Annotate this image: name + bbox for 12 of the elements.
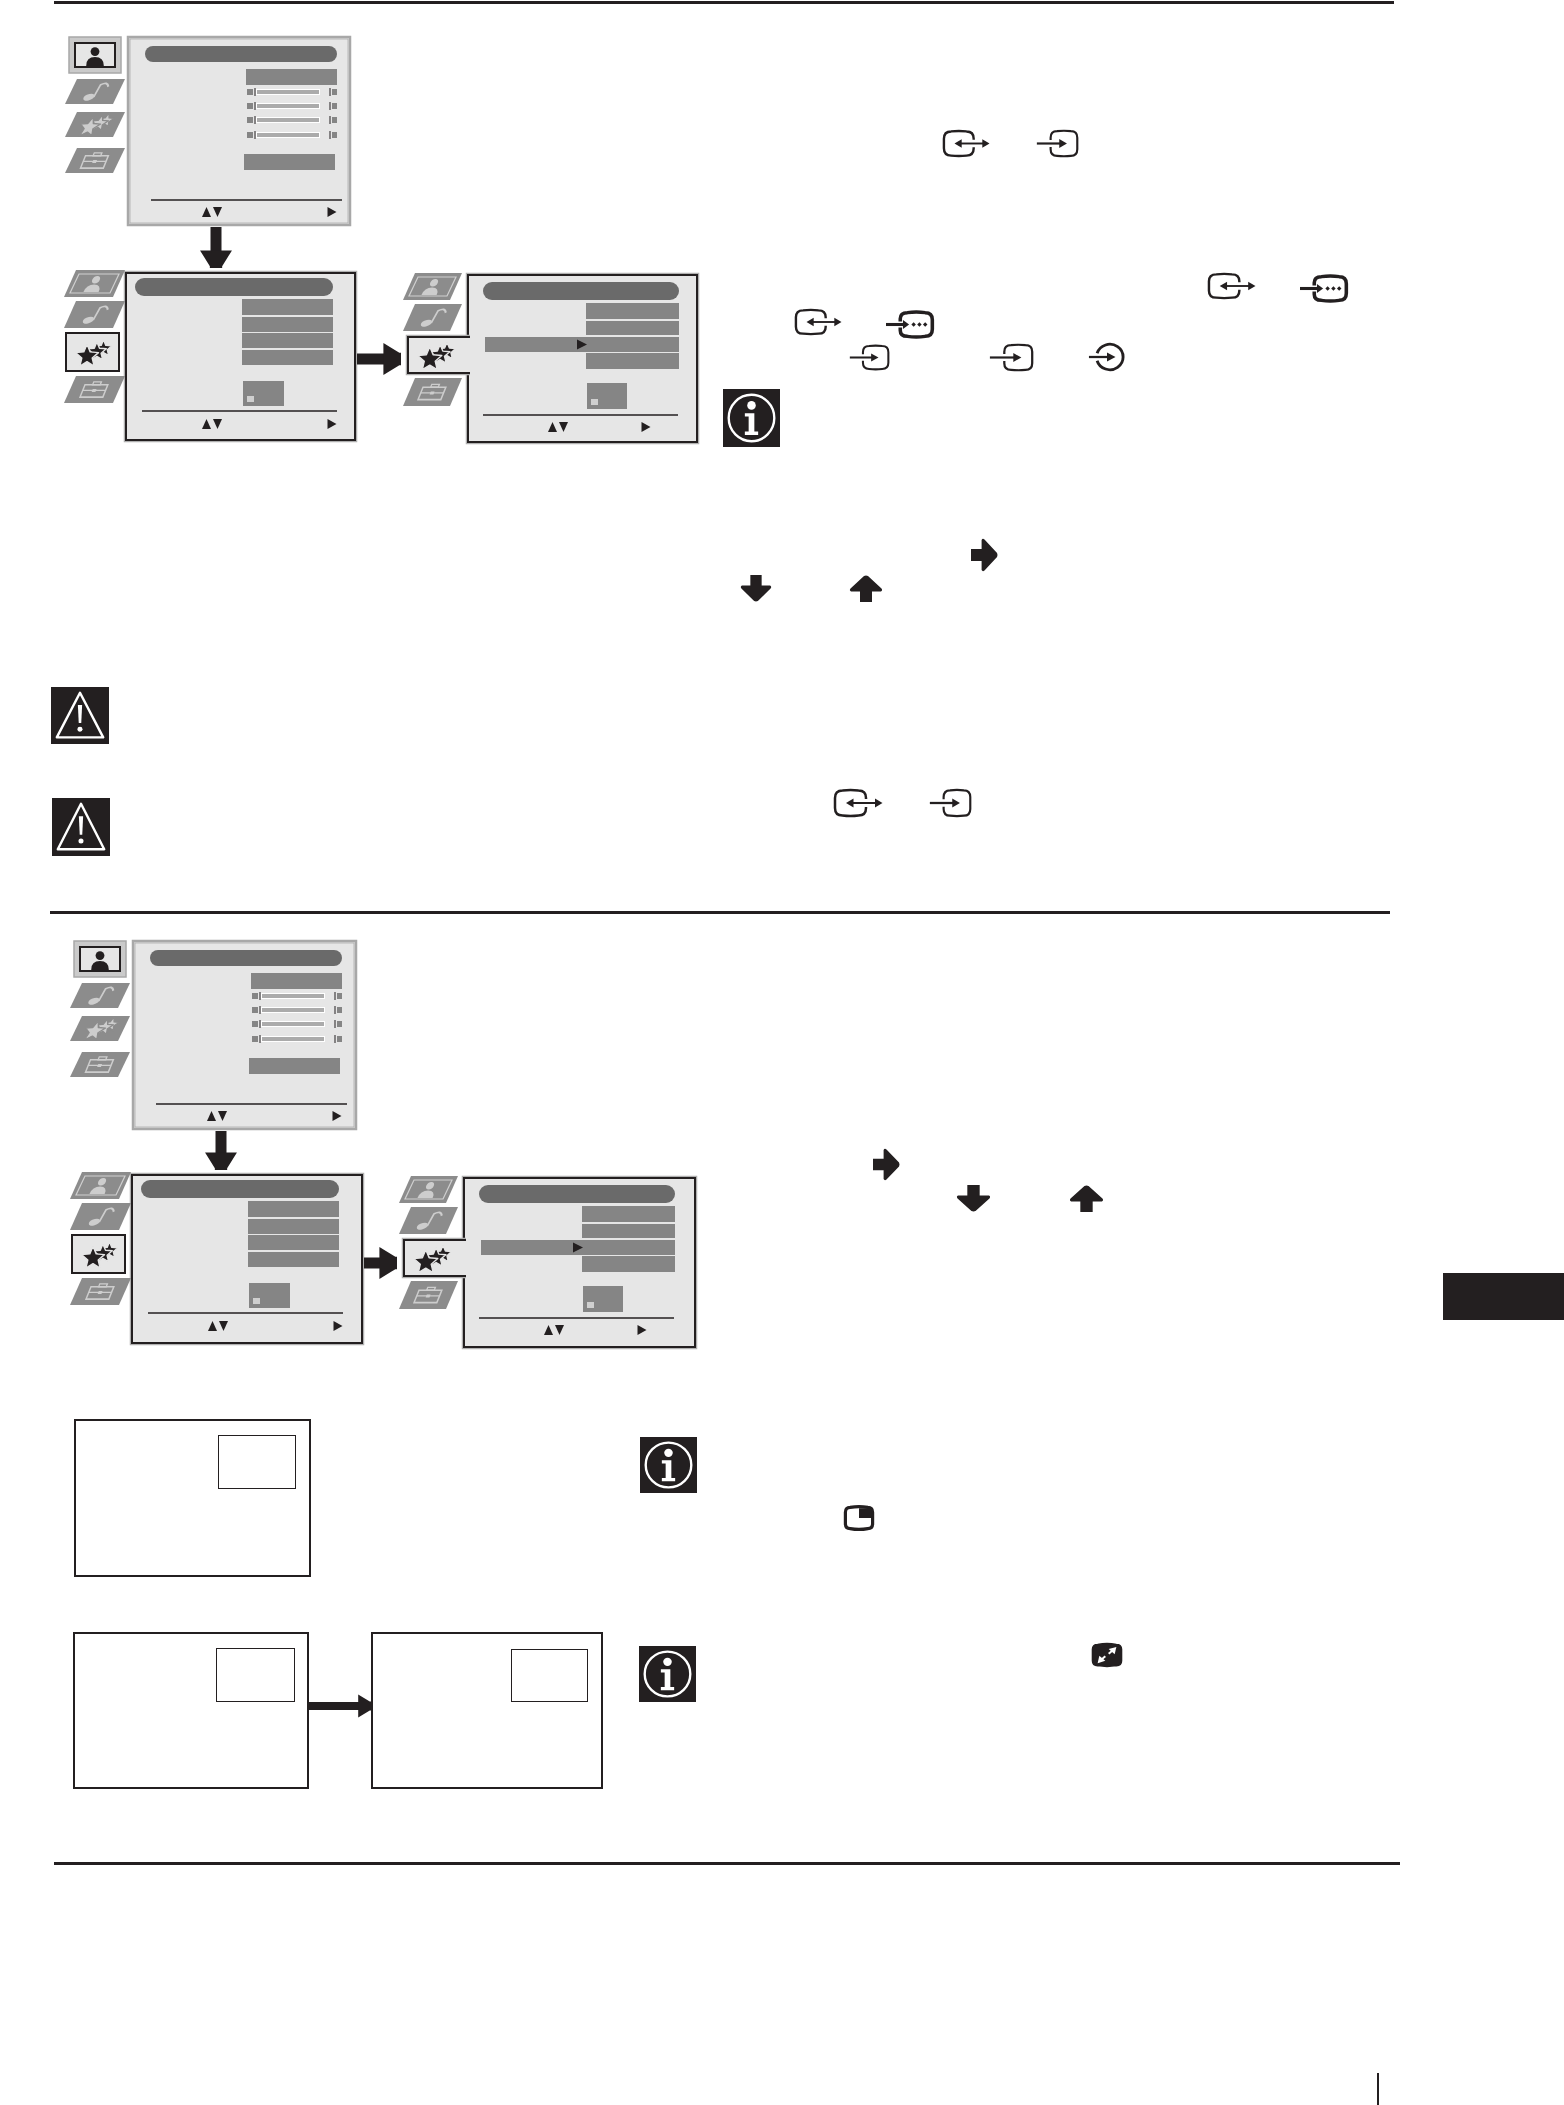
- tv-screen: [74, 1419, 311, 1577]
- menu-screen: [401, 271, 699, 444]
- pip-window: [216, 1648, 295, 1702]
- tv-screen: [371, 1632, 603, 1789]
- menu-screen: [63, 35, 352, 227]
- menu-screen: [62, 268, 357, 442]
- pip-window: [511, 1649, 588, 1702]
- menu-screen: [68, 1170, 364, 1345]
- menu-screen: [68, 939, 358, 1131]
- tv-screen: [73, 1632, 309, 1789]
- menu-screen: [397, 1174, 697, 1349]
- pip-window: [218, 1435, 296, 1489]
